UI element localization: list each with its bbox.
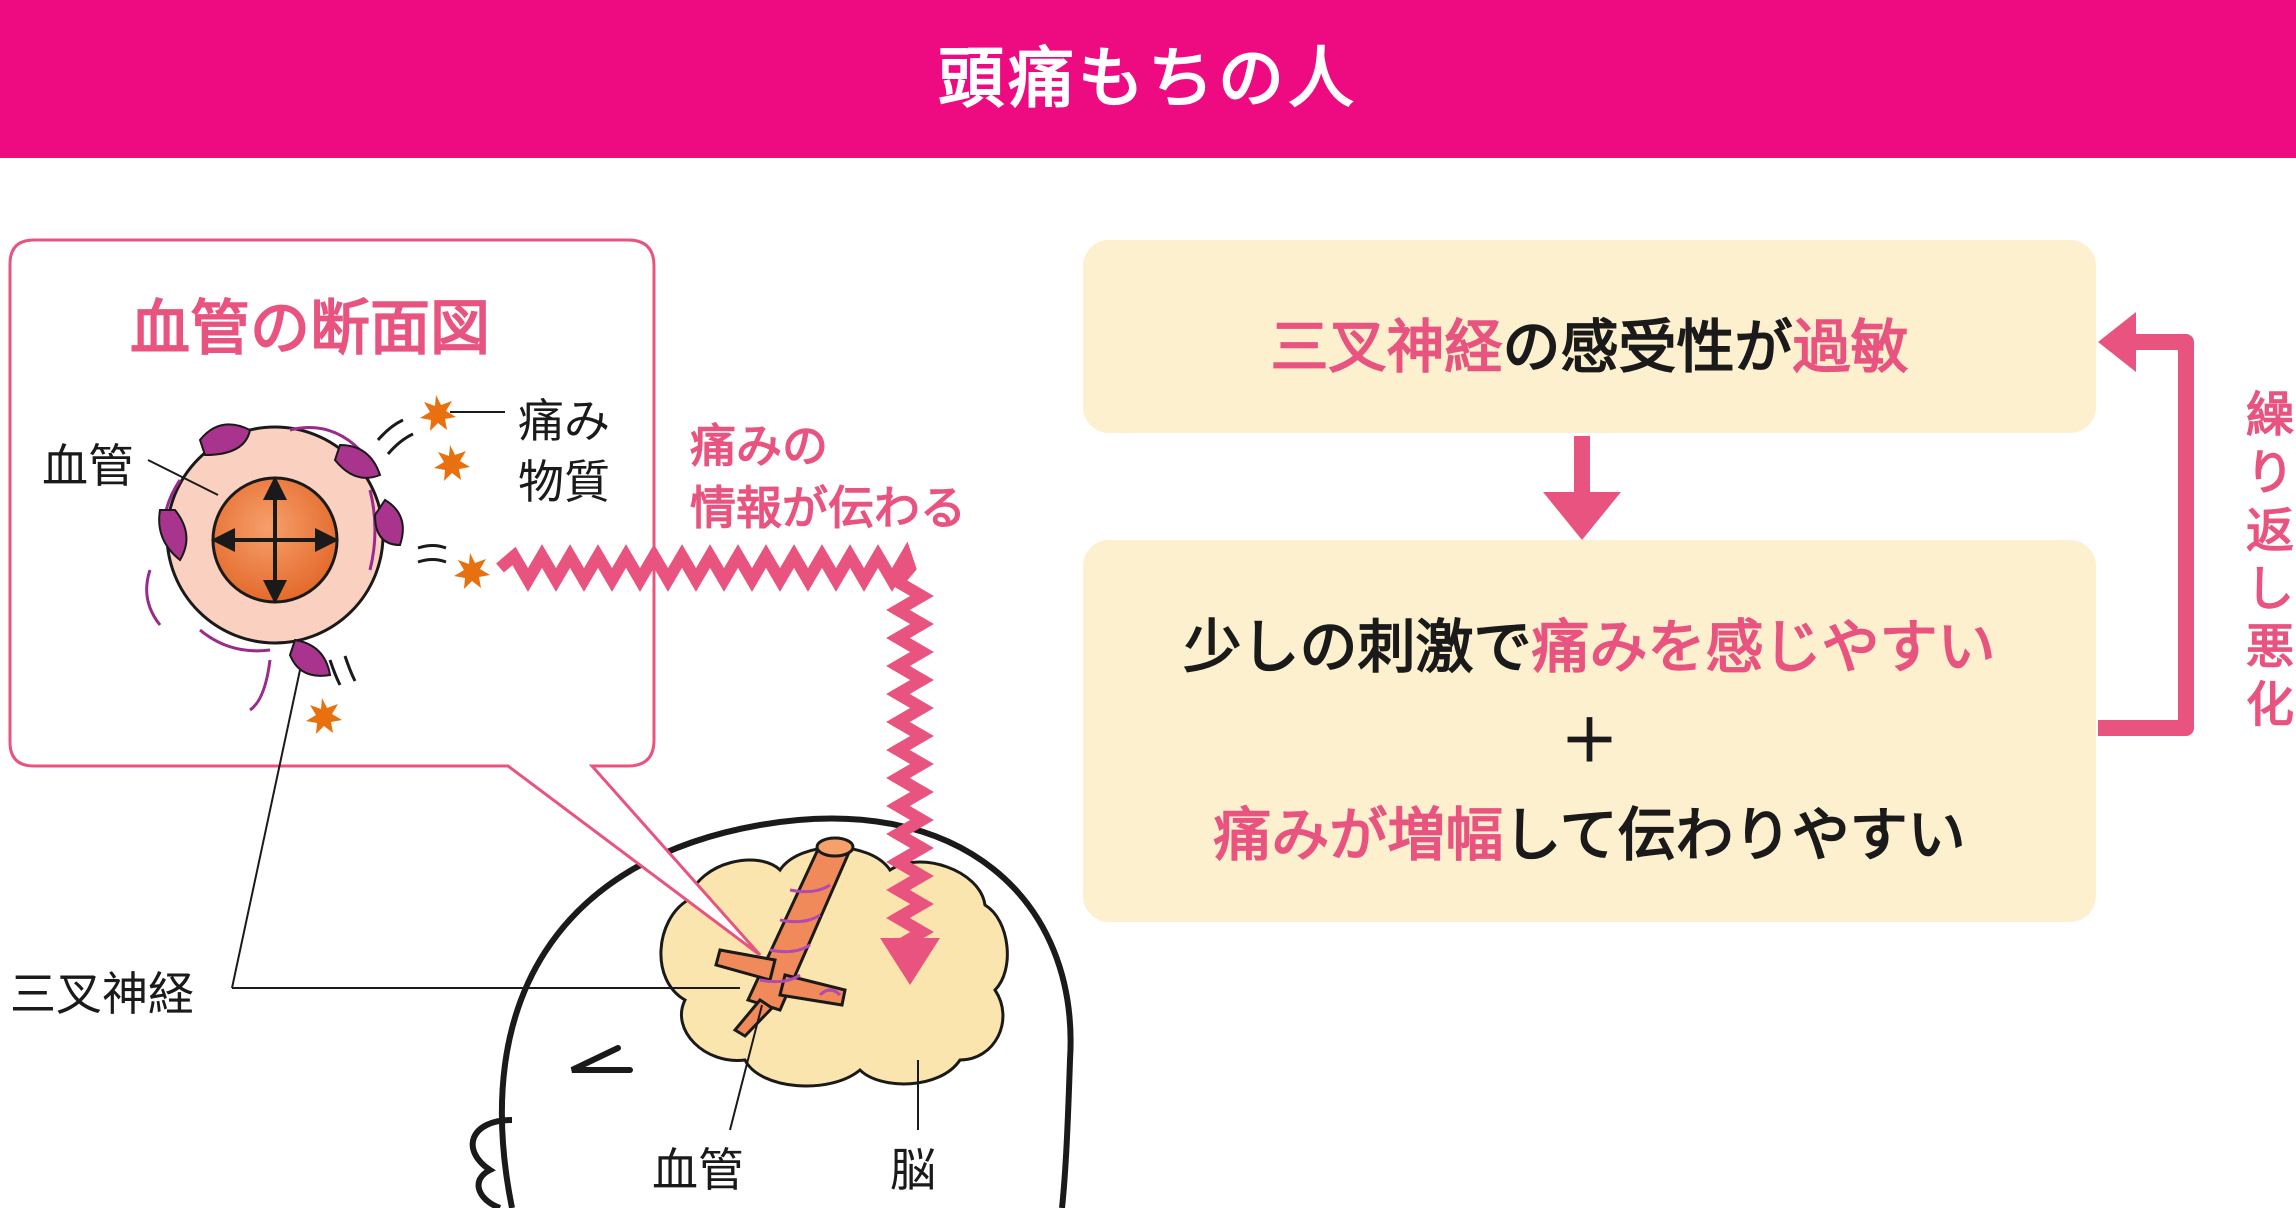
inset-label-vessel: 血管: [42, 439, 134, 493]
label-pain-substance-2: 物質: [518, 455, 610, 509]
box2-amplified: 痛みが増幅: [1213, 801, 1504, 869]
flow-box2-plus: ＋: [1560, 707, 1619, 775]
loop-label-char: し: [2245, 561, 2294, 617]
brain-vessel: [714, 836, 855, 1038]
label-brain: 脳: [890, 1143, 936, 1197]
loop-label-char: 悪: [2245, 619, 2294, 675]
label-pain-substance-1: 痛み: [518, 394, 610, 448]
flow-box-hypersensitivity: [1083, 240, 2096, 433]
flow-box-pain-amplified: [1083, 540, 2096, 922]
page-title: 頭痛もちの人: [938, 40, 1358, 117]
loop-label-char: り: [2245, 445, 2294, 501]
box2-transmitted: して伝わりやすい: [1503, 801, 1966, 869]
loop-label-char: 返: [2245, 503, 2294, 559]
pain-info-line2: 情報が伝わる: [690, 481, 966, 535]
label-trigeminal-nerve: 三叉神経: [10, 967, 194, 1021]
header-bar: [0, 0, 2296, 158]
box2-small-stimulus: 少しの刺激で: [1183, 613, 1532, 681]
pain-info-line1: 痛みの: [690, 419, 828, 473]
inset-callout: [8, 238, 762, 957]
loop-arrow: [2098, 312, 2194, 736]
box2-feel-pain: 痛みを感じやすい: [1531, 613, 1996, 681]
flow-box2-line3: 痛みが増幅して伝わりやすい: [1083, 788, 2096, 872]
pain-signal-path: [496, 541, 940, 985]
loop-label-char: 繰: [2245, 387, 2294, 443]
vessel-cross-section: [145, 423, 404, 712]
pain-substance-stars: [306, 395, 490, 734]
inset-title: 血管の断面図: [130, 294, 490, 364]
label-brain-vessel: 血管: [652, 1143, 744, 1197]
flow-box1-text: 三叉神経の感受性が過敏: [1083, 300, 2096, 384]
loop-label-char: 化: [2245, 677, 2294, 733]
box1-trigeminal: 三叉神経: [1270, 313, 1503, 381]
loop-label: 繰 り 返 し 悪 化: [2242, 386, 2296, 734]
flow-box2-line1: 少しの刺激で痛みを感じやすい: [1083, 600, 2096, 684]
box1-sensitivity: の感受性が: [1502, 313, 1793, 381]
box1-hyper: 過敏: [1792, 313, 1909, 381]
flow-down-arrow: [1543, 436, 1621, 540]
